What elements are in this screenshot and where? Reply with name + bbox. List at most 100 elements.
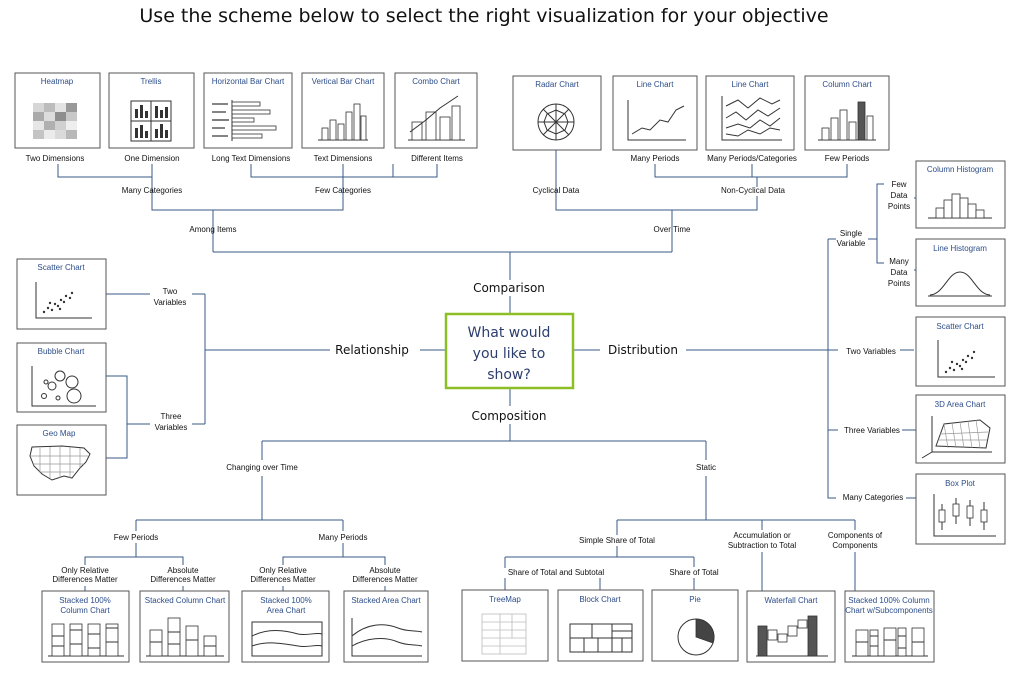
card-line-chart-2: Line Chart — [705, 75, 795, 151]
label-components-2: Components — [832, 541, 877, 550]
label-absolute-2b: Differences Matter — [352, 575, 418, 584]
card-line-histogram-title: Line Histogram — [933, 244, 987, 253]
label-two-dimensions: Two Dimensions — [26, 154, 85, 163]
label-many-categories-dist: Many Categories — [843, 493, 903, 502]
label-two-variables-rel-2: Variables — [154, 298, 187, 307]
stacked-subcomponents-icon — [852, 627, 928, 657]
stacked-100-area-icon — [251, 621, 323, 657]
3d-area-chart-icon — [921, 416, 992, 459]
connector-lines — [57, 150, 921, 591]
waterfall-chart-icon — [756, 615, 828, 657]
label-long-text-dimensions: Long Text Dimensions — [212, 154, 291, 163]
card-stacked-100-area-title-1: Stacked 100% — [260, 596, 312, 605]
card-stacked-column-title: Stacked Column Chart — [145, 596, 226, 605]
card-radar-chart: Radar Chart — [512, 75, 602, 151]
label-absolute-1b: Differences Matter — [150, 575, 216, 584]
label-two-variables-rel-1: Two — [163, 287, 178, 296]
hub-line-3: show? — [487, 367, 531, 383]
label-few-periods-comp: Few Periods — [114, 533, 158, 542]
card-trellis-title: Trellis — [140, 77, 161, 86]
card-stacked-100-area-title-2: Area Chart — [267, 606, 306, 615]
card-column-histogram-title: Column Histogram — [927, 165, 994, 174]
label-static: Static — [696, 463, 716, 472]
label-components-1: Components of — [828, 531, 883, 540]
card-vertical-bar-chart: Vertical Bar Chart — [301, 72, 385, 149]
label-only-relative-1b: Differences Matter — [52, 575, 118, 584]
treemap-icon — [481, 613, 527, 655]
label-many-periods: Many Periods — [631, 154, 680, 163]
label-only-relative-1a: Only Relative — [61, 566, 109, 575]
card-combo-title: Combo Chart — [412, 77, 460, 86]
label-two-variables-dist: Two Variables — [846, 347, 896, 356]
card-geo-map-title: Geo Map — [43, 429, 76, 438]
category-distribution: Distribution — [608, 343, 678, 357]
label-one-dimension: One Dimension — [124, 154, 179, 163]
stacked-100-column-icon — [48, 623, 124, 657]
card-stacked-area-chart: Stacked Area Chart — [343, 590, 429, 663]
card-heatmap-title: Heatmap — [41, 77, 74, 86]
heatmap-icon — [33, 103, 77, 139]
label-accumulation-1: Accumulation or — [733, 531, 791, 540]
card-horizontal-bar-chart: Horizontal Bar Chart — [203, 72, 293, 149]
card-scatter-chart-distribution: Scatter Chart — [915, 316, 1006, 387]
card-scatter-rel-title: Scatter Chart — [37, 263, 85, 272]
card-box-plot-title: Box Plot — [945, 479, 976, 488]
label-many-data-points-2: Data — [891, 268, 908, 277]
label-many-data-points-1: Many — [889, 257, 909, 266]
label-non-cyclical-data: Non-Cyclical Data — [721, 186, 786, 195]
card-stacked-100-area-chart: Stacked 100% Area Chart — [241, 590, 330, 663]
combo-chart-icon — [408, 95, 465, 141]
scatter-chart-icon — [937, 340, 995, 378]
card-block-chart: Block Chart — [557, 589, 644, 662]
multi-line-chart-icon — [721, 96, 782, 141]
bell-curve-icon — [928, 271, 992, 297]
card-scatter-chart-relationship: Scatter Chart — [16, 258, 107, 330]
label-only-relative-2a: Only Relative — [259, 566, 307, 575]
card-stacked-100-column-title-2: Column Chart — [60, 606, 110, 615]
radar-chart-icon — [537, 103, 575, 141]
card-waterfall-title: Waterfall Chart — [764, 596, 818, 605]
card-trellis: Trellis — [108, 72, 195, 149]
category-relationship: Relationship — [335, 343, 409, 357]
scatter-chart-icon — [35, 282, 92, 319]
label-simple-share: Simple Share of Total — [579, 536, 655, 545]
hub-line-1: What would — [468, 325, 551, 341]
card-treemap-title: TreeMap — [489, 595, 521, 604]
trellis-icon — [130, 100, 172, 142]
card-stacked-100-column-title-1: Stacked 100% — [59, 596, 111, 605]
card-heatmap: Heatmap — [14, 72, 101, 149]
label-few-categories: Few Categories — [315, 186, 371, 195]
label-cyclical-data: Cyclical Data — [533, 186, 580, 195]
label-few-periods: Few Periods — [825, 154, 869, 163]
card-subcomponents-title-2: Chart w/Subcomponents — [845, 606, 933, 615]
vertical-bar-chart-icon — [318, 103, 368, 141]
label-share-of-total: Share of Total — [669, 568, 718, 577]
card-3d-area-title: 3D Area Chart — [935, 400, 986, 409]
label-three-variables-dist: Three Variables — [844, 426, 900, 435]
card-vertical-bar-title: Vertical Bar Chart — [312, 77, 375, 86]
label-absolute-2a: Absolute — [369, 566, 401, 575]
page-title: Use the scheme below to select the right… — [139, 5, 828, 27]
branch-labels: Two Dimensions One Dimension Long Text D… — [26, 154, 910, 584]
card-stacked-area-title: Stacked Area Chart — [351, 596, 421, 605]
card-line-chart-1: Line Chart — [612, 75, 698, 151]
card-column-title: Column Chart — [822, 80, 872, 89]
card-treemap: TreeMap — [461, 589, 549, 662]
label-many-periods-categories: Many Periods/Categories — [707, 154, 797, 163]
block-chart-icon — [569, 623, 633, 653]
card-horizontal-bar-title: Horizontal Bar Chart — [212, 77, 285, 86]
hub-box: What would you like to show? — [444, 312, 575, 390]
label-many-data-points-3: Points — [888, 279, 910, 288]
card-combo-chart: Combo Chart — [394, 72, 478, 149]
card-radar-title: Radar Chart — [535, 80, 579, 89]
card-3d-area-chart: 3D Area Chart — [915, 394, 1006, 464]
bubble-chart-icon — [31, 366, 96, 407]
card-stacked-100-column-chart: Stacked 100% Column Chart — [41, 590, 130, 663]
label-share-total-subtotal: Share of Total and Subtotal — [508, 568, 605, 577]
card-block-chart-title: Block Chart — [579, 595, 621, 604]
card-bubble-chart: Bubble Chart — [16, 342, 107, 413]
horizontal-bar-chart-icon — [212, 100, 277, 141]
box-plot-icon — [933, 494, 996, 537]
card-bubble-title: Bubble Chart — [38, 347, 85, 356]
